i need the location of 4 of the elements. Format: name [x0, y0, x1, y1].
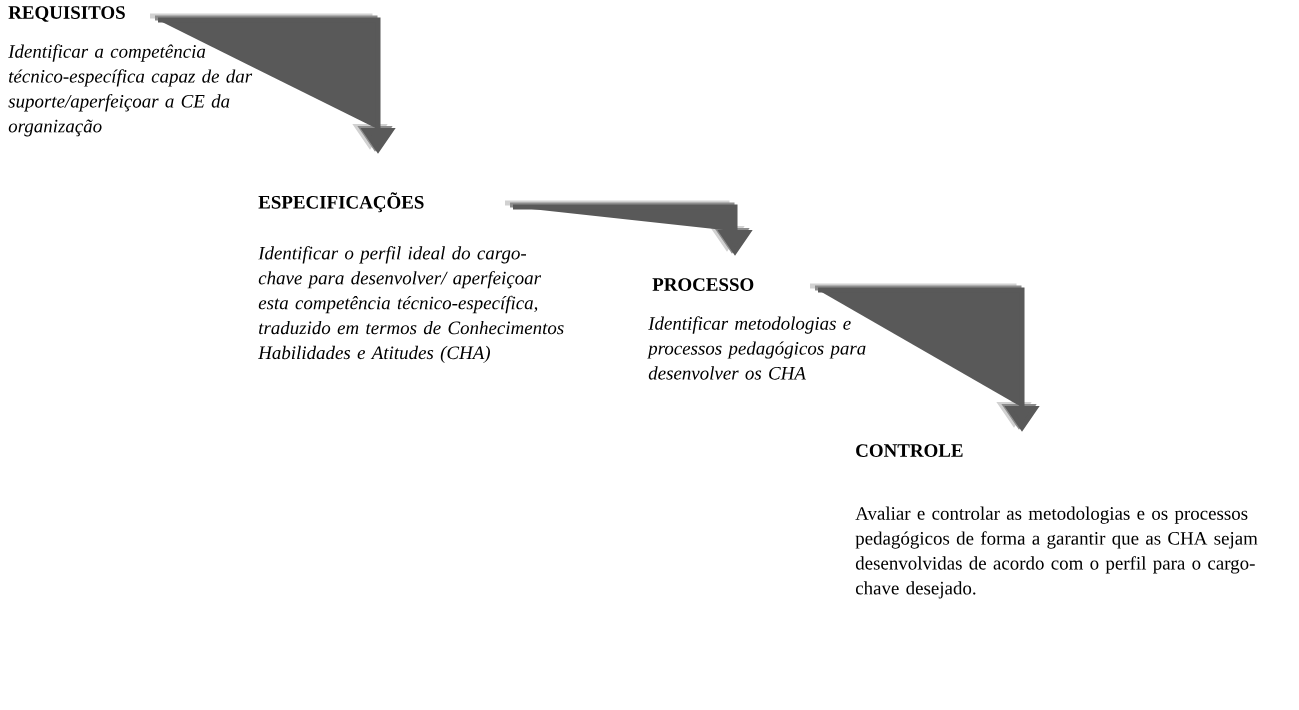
step-text: PROCESSO Identificar metodologias e processos pedagógicos para desenvolver os CHA: [647, 278, 866, 380]
step-text: CONTROLE Avaliar e controlar as metodologias e os processos pedagógicos de forma a garantir que as CHA sejam desenvolvidas de acordo com o perfil para o cargo-chave desejado.: [855, 444, 1258, 599]
step-text: ESPECIFICAÇÕES Identificar o perfil ideal do cargo-chave para desenvolver/ aperfeiçoar esta competência técnico-específica, traduzido em termos de Conhecimentos Habilidades e Atitudes (CHA): [258, 192, 564, 364]
step-text: REQUISITOS Identificar a competência técnico-específica capaz de dar suporte/aperfeiçoar a CE da organização: [8, 6, 253, 137]
